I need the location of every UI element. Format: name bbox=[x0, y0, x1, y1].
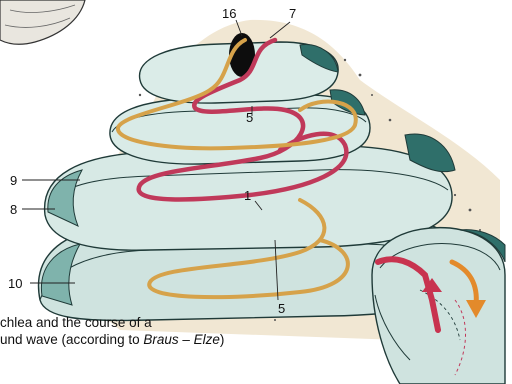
figure-caption: chlea and the course of a und wave (acco… bbox=[0, 314, 360, 348]
label-10: 10 bbox=[8, 276, 22, 291]
label-5-top: 5 bbox=[246, 110, 253, 125]
label-9: 9 bbox=[10, 173, 17, 188]
label-7: 7 bbox=[289, 6, 296, 21]
label-1: 1 bbox=[244, 188, 251, 203]
label-8: 8 bbox=[10, 202, 17, 217]
top-left-fragment bbox=[0, 0, 85, 44]
caption-author-1: Braus bbox=[143, 332, 178, 347]
caption-author-2: Elze bbox=[194, 332, 220, 347]
inset-section bbox=[372, 228, 505, 384]
caption-line-1: chlea and the course of a bbox=[0, 314, 360, 331]
label-16: 16 bbox=[222, 6, 236, 21]
caption-line-2: und wave (according to Braus – Elze) bbox=[0, 331, 360, 348]
